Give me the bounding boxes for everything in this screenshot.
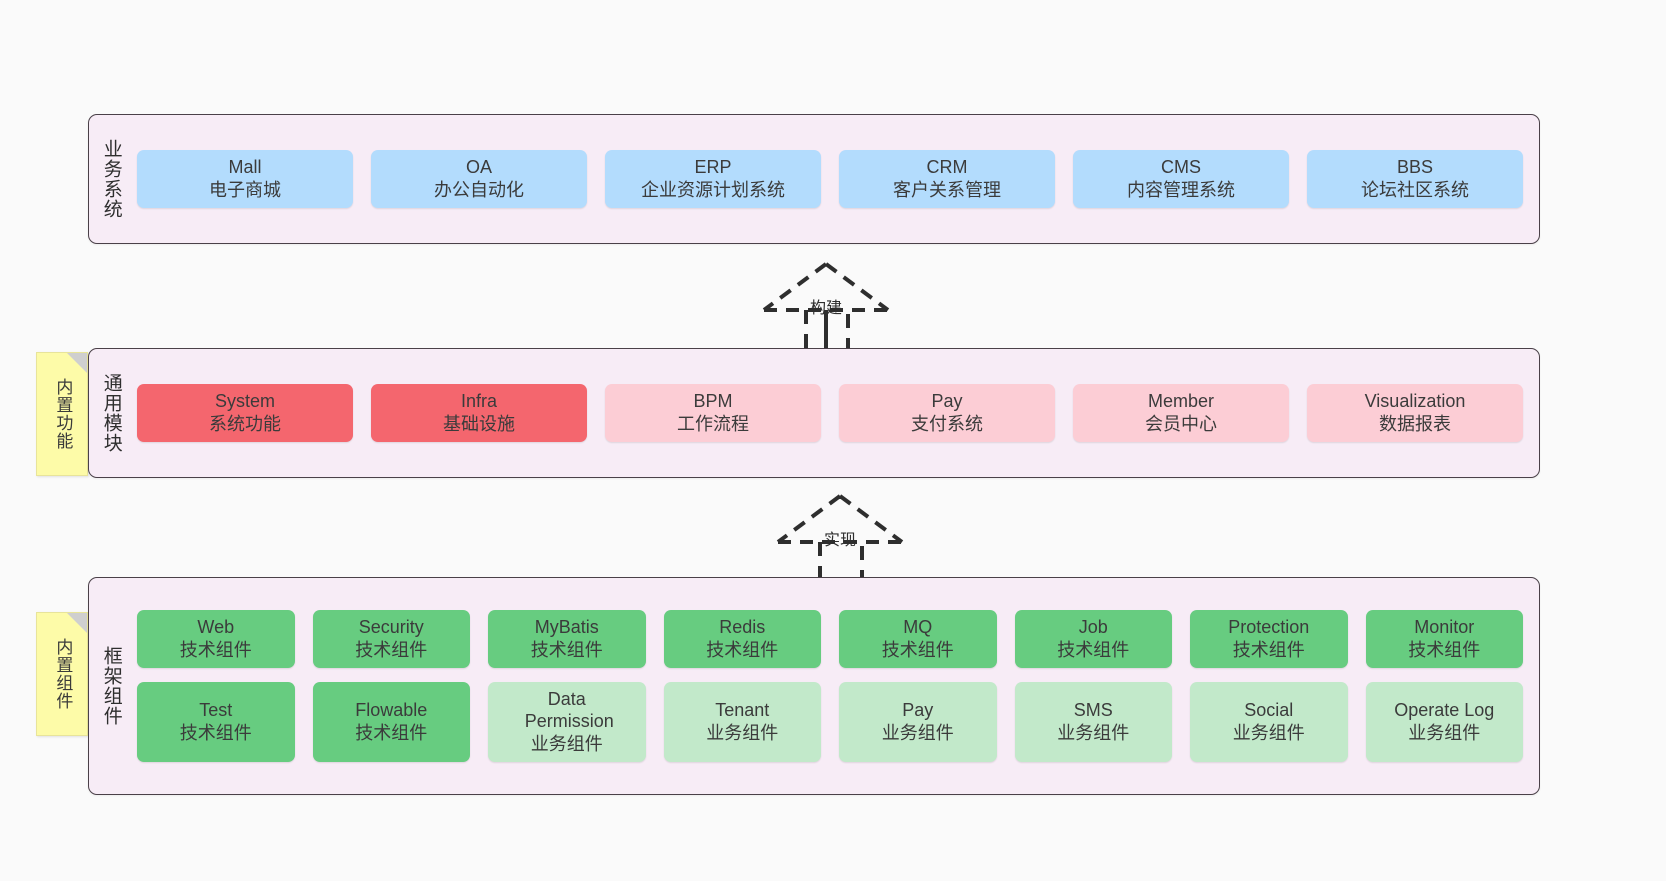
component-card-web[interactable]: Web 技术组件 bbox=[137, 610, 295, 668]
layer-modules-title: 通用模块 bbox=[100, 373, 122, 453]
system-card-crm[interactable]: CRM 客户关系管理 bbox=[839, 150, 1055, 208]
connector-build-label: 构建 bbox=[810, 300, 843, 317]
module-card-pay[interactable]: Pay 支付系统 bbox=[839, 384, 1055, 442]
system-card-mall[interactable]: Mall 电子商城 bbox=[137, 150, 353, 208]
layer-framework-components: 框架组件 Web 技术组件 Security 技术组件 MyBatis 技术组件… bbox=[88, 577, 1540, 795]
module-card-bpm[interactable]: BPM 工作流程 bbox=[605, 384, 821, 442]
system-card-oa[interactable]: OA 办公自动化 bbox=[371, 150, 587, 208]
component-card-flowable[interactable]: Flowable 技术组件 bbox=[312, 681, 470, 762]
component-card-protection[interactable]: Protection 技术组件 bbox=[1190, 610, 1348, 668]
layer-business-body: Mall 电子商城 OA 办公自动化 ERP 企业资源计划系统 CRM 客户关系… bbox=[133, 115, 1539, 243]
component-card-operate-log[interactable]: Operate Log 业务组件 bbox=[1365, 681, 1523, 762]
module-card-visualization[interactable]: Visualization 数据报表 bbox=[1307, 384, 1523, 442]
component-card-mq[interactable]: MQ 技术组件 bbox=[839, 610, 997, 668]
component-card-monitor[interactable]: Monitor 技术组件 bbox=[1365, 610, 1523, 668]
module-card-member[interactable]: Member 会员中心 bbox=[1073, 384, 1289, 442]
modules-row: System 系统功能 Infra 基础设施 BPM 工作流程 Pay 支付系统… bbox=[137, 384, 1523, 442]
sticky-note-builtin-components: 内置组件 bbox=[36, 612, 88, 736]
module-card-system[interactable]: System 系统功能 bbox=[137, 384, 353, 442]
layer-framework-title: 框架组件 bbox=[100, 646, 122, 726]
connector-implement-glyph bbox=[776, 494, 904, 592]
layer-business-title: 业务系统 bbox=[100, 139, 122, 219]
sticky-note-builtin-features: 内置功能 bbox=[36, 352, 88, 476]
component-card-pay[interactable]: Pay 业务组件 bbox=[839, 681, 997, 762]
connector-implement: 实现 bbox=[750, 490, 930, 595]
layer-modules-body: System 系统功能 Infra 基础设施 BPM 工作流程 Pay 支付系统… bbox=[133, 349, 1539, 477]
component-card-sms[interactable]: SMS 业务组件 bbox=[1014, 681, 1172, 762]
layer-business-systems: 业务系统 Mall 电子商城 OA 办公自动化 ERP 企业资源计划系统 CRM… bbox=[88, 114, 1540, 244]
framework-biz-row: Test 技术组件 Flowable 技术组件 Data Permission … bbox=[137, 681, 1523, 762]
component-card-data-permission[interactable]: Data Permission 业务组件 bbox=[488, 681, 646, 762]
connector-implement-label: 实现 bbox=[824, 532, 857, 549]
framework-tech-row: Web 技术组件 Security 技术组件 MyBatis 技术组件 Redi… bbox=[137, 610, 1523, 668]
system-card-bbs[interactable]: BBS 论坛社区系统 bbox=[1307, 150, 1523, 208]
business-row: Mall 电子商城 OA 办公自动化 ERP 企业资源计划系统 CRM 客户关系… bbox=[137, 150, 1523, 208]
module-card-infra[interactable]: Infra 基础设施 bbox=[371, 384, 587, 442]
layer-common-modules: 通用模块 System 系统功能 Infra 基础设施 BPM 工作流程 Pay… bbox=[88, 348, 1540, 478]
fold-corner-icon bbox=[67, 613, 87, 633]
layer-framework-body: Web 技术组件 Security 技术组件 MyBatis 技术组件 Redi… bbox=[133, 578, 1539, 794]
component-card-security[interactable]: Security 技术组件 bbox=[312, 610, 470, 668]
component-card-social[interactable]: Social 业务组件 bbox=[1190, 681, 1348, 762]
fold-corner-icon bbox=[67, 353, 87, 373]
system-card-cms[interactable]: CMS 内容管理系统 bbox=[1073, 150, 1289, 208]
component-card-test[interactable]: Test 技术组件 bbox=[137, 681, 295, 762]
component-card-mybatis[interactable]: MyBatis 技术组件 bbox=[488, 610, 646, 668]
system-card-erp[interactable]: ERP 企业资源计划系统 bbox=[605, 150, 821, 208]
component-card-job[interactable]: Job 技术组件 bbox=[1014, 610, 1172, 668]
component-card-tenant[interactable]: Tenant 业务组件 bbox=[663, 681, 821, 762]
connector-build: 构建 bbox=[736, 258, 916, 363]
component-card-redis[interactable]: Redis 技术组件 bbox=[663, 610, 821, 668]
